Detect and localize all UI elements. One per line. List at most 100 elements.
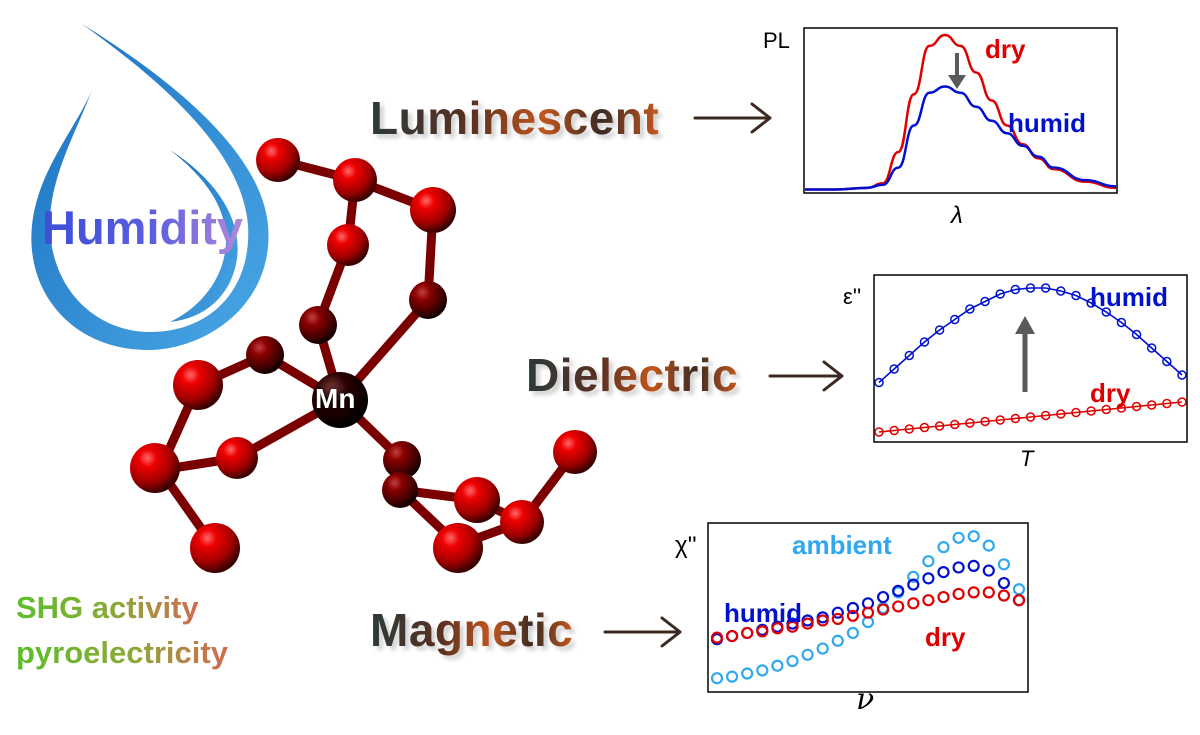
mag-point-humid-11	[877, 590, 890, 604]
mag-point-humid-16	[952, 561, 965, 574]
mag-point-humid-8	[831, 606, 844, 619]
mag-point-humid-12	[892, 584, 905, 597]
mag-point-humid-18	[982, 564, 995, 577]
mn-complex-molecule	[130, 138, 597, 573]
die-point-humid-19	[1162, 356, 1172, 367]
die-point-dry-14	[1086, 406, 1096, 416]
die-point-humid-16	[1116, 317, 1127, 328]
die-point-dry-19	[1162, 398, 1172, 409]
mag-point-ambient-3	[756, 664, 769, 677]
mag-point-dry-16	[952, 587, 965, 601]
mag-point-dry-3	[756, 625, 769, 638]
mag-point-dry-8	[831, 612, 844, 626]
mag-point-ambient-7	[816, 642, 829, 655]
luminescent-label: Luminescent	[370, 92, 660, 144]
pyroelectricity-label: pyroelectricity	[16, 635, 228, 670]
die-point-dry-18	[1146, 400, 1157, 410]
lambda-axis-label: λ	[951, 202, 963, 229]
die-point-dry-0	[874, 427, 884, 437]
mag-ambient-label: ambient	[792, 530, 892, 560]
epsilon-axis-label: ε''	[843, 284, 862, 309]
luminescent-arrow	[693, 102, 772, 134]
die-point-humid-2	[904, 350, 915, 361]
die-point-humid-4	[934, 325, 945, 335]
die-point-dry-13	[1071, 407, 1081, 418]
die-line-humid	[878, 287, 1183, 384]
die-point-dry-11	[1040, 410, 1051, 421]
dielectric-chart-frame	[873, 274, 1188, 443]
mag-point-dry-10	[861, 606, 875, 619]
die-point-humid-10	[1025, 283, 1036, 293]
die-point-humid-15	[1101, 307, 1111, 317]
pl-axis-label: PL	[763, 28, 790, 53]
die-point-dry-16	[1116, 403, 1127, 413]
mag-point-ambient-2	[741, 667, 754, 680]
mag-point-dry-15	[937, 590, 950, 604]
mag-point-dry-13	[907, 597, 920, 610]
die-point-humid-12	[1056, 286, 1066, 296]
shg-activity-label: SHG activity	[16, 590, 199, 625]
molecule-atoms	[130, 138, 597, 573]
mag-point-ambient-8	[831, 634, 844, 647]
die-point-humid-13	[1071, 290, 1081, 301]
dielectric-chart	[873, 274, 1188, 443]
die-point-dry-17	[1131, 401, 1142, 412]
mag-point-dry-7	[816, 614, 829, 627]
magnetic-label: Magnetic	[370, 604, 574, 656]
die-line-dry	[878, 401, 1183, 433]
mag-point-ambient-1	[726, 670, 739, 683]
mag-point-ambient-15	[937, 541, 950, 554]
dielectric-label: Dielectric	[526, 349, 739, 401]
die-point-dry-10	[1025, 412, 1036, 422]
mag-humid-label: humid	[724, 598, 802, 628]
mag-point-ambient-6	[801, 648, 814, 661]
mag-point-humid-9	[846, 601, 859, 615]
dielectric-label-shadow: Dielectric	[530, 352, 742, 406]
mag-point-dry-2	[741, 626, 754, 640]
mag-point-ambient-5	[786, 654, 799, 668]
die-point-dry-15	[1101, 404, 1111, 415]
die-point-humid-7	[980, 296, 990, 307]
die-point-humid-6	[965, 304, 975, 314]
die-dry-label: dry	[1090, 378, 1131, 408]
mag-point-ambient-9	[846, 626, 859, 640]
die-point-dry-4	[934, 421, 945, 431]
mag-point-ambient-19	[997, 558, 1010, 571]
mag-point-dry-9	[846, 609, 859, 622]
die-point-humid-18	[1146, 343, 1157, 353]
mag-point-dry-1	[726, 629, 739, 643]
lum-line-humid	[804, 85, 1117, 191]
die-point-dry-6	[965, 418, 975, 428]
die-point-humid-3	[919, 337, 930, 347]
mag-point-ambient-14	[922, 555, 935, 568]
mag-point-dry-4	[771, 622, 784, 635]
mag-point-ambient-16	[952, 531, 965, 544]
mag-point-ambient-18	[982, 539, 995, 552]
die-point-humid-8	[995, 289, 1005, 299]
mag-point-dry-0	[710, 631, 724, 644]
die-point-dry-2	[904, 424, 915, 434]
dielectric-arrow	[768, 360, 844, 392]
luminescent-label-shadow: Luminescent	[374, 95, 663, 149]
mag-point-humid-14	[922, 572, 935, 585]
die-point-dry-8	[995, 415, 1005, 425]
magnetic-arrow	[603, 616, 682, 648]
die-point-dry-1	[889, 425, 899, 436]
die-point-dry-5	[950, 419, 960, 430]
mag-point-dry-5	[786, 620, 799, 633]
mag-point-ambient-13	[907, 570, 920, 583]
increase-arrow-head	[1015, 316, 1035, 334]
die-point-humid-11	[1040, 283, 1051, 293]
mag-point-dry-11	[877, 603, 890, 616]
water-drop-icon	[31, 24, 269, 350]
die-point-humid-0	[874, 377, 884, 388]
mag-point-ambient-0	[710, 672, 724, 685]
mag-point-dry-17	[967, 586, 980, 599]
mn-atom	[312, 372, 368, 428]
stimulus-label: Humidity	[42, 201, 244, 254]
die-point-dry-3	[919, 422, 930, 433]
mag-point-dry-12	[892, 600, 905, 613]
mag-point-humid-17	[967, 559, 980, 572]
